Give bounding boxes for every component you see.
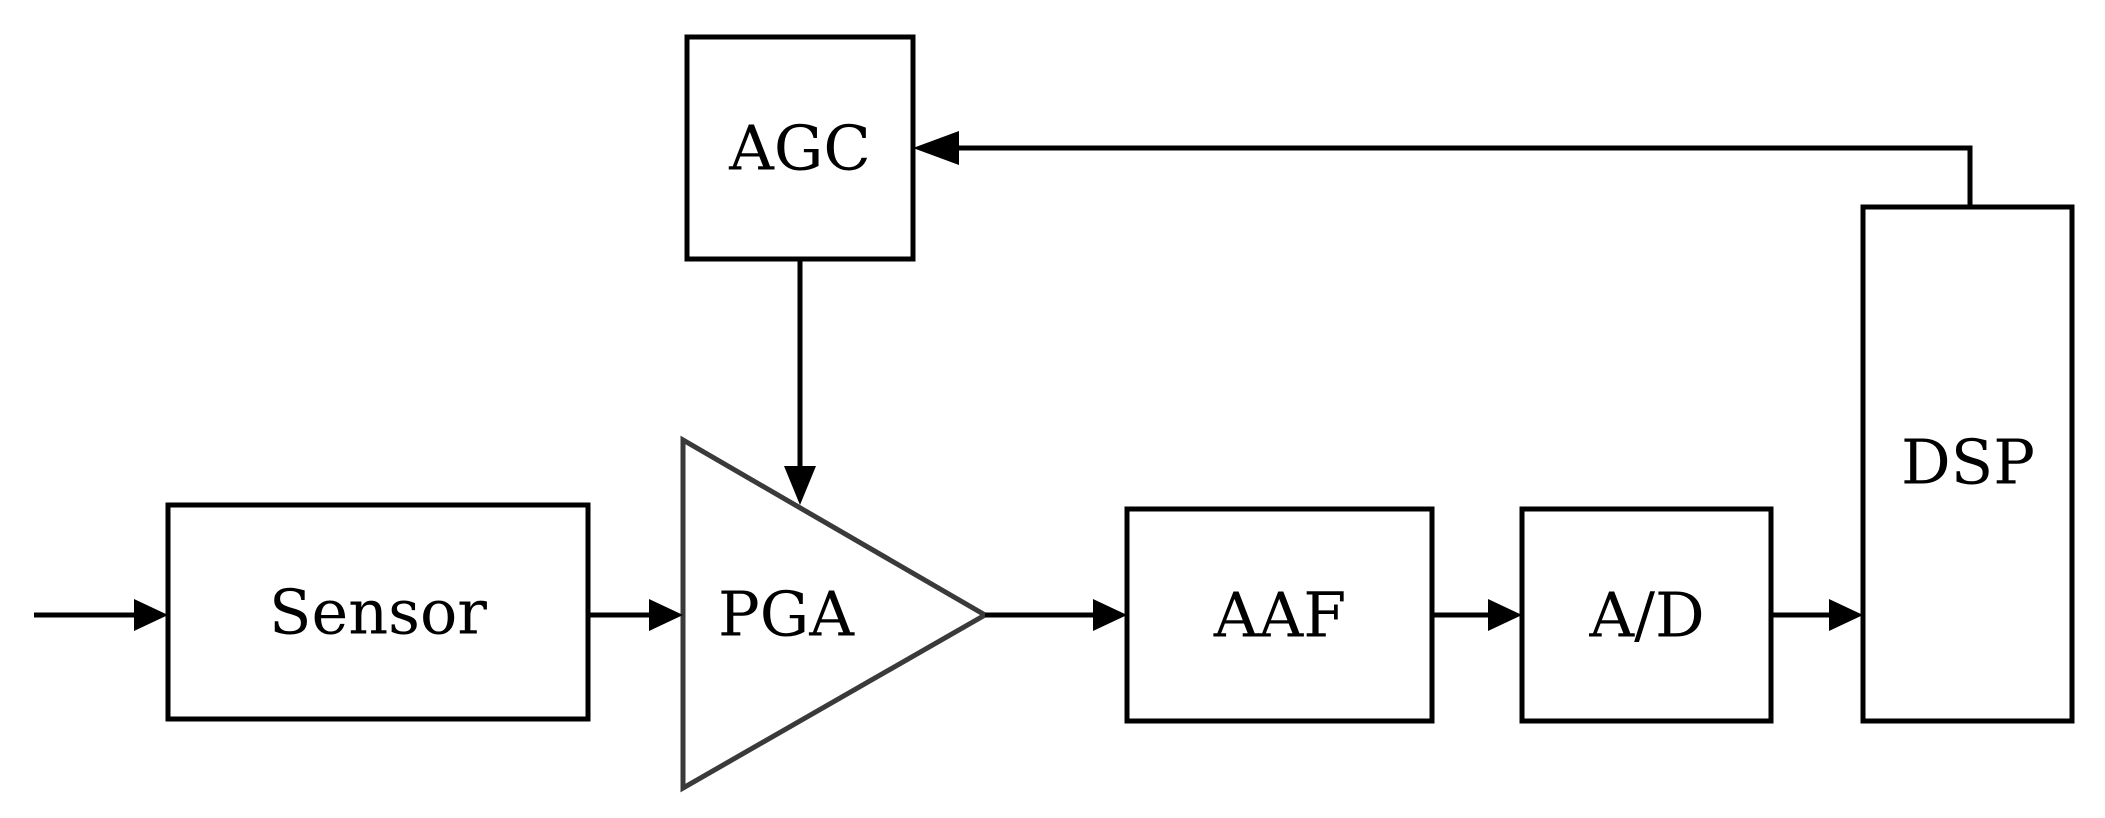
dsp-to-agc-arrowhead xyxy=(913,131,959,165)
adc-to-dsp-arrowhead xyxy=(1829,599,1863,631)
agc-block xyxy=(684,34,916,262)
pga-label: PGA xyxy=(718,578,855,651)
adc-label: A/D xyxy=(1588,579,1704,652)
aaf-label: AAF xyxy=(1213,579,1347,652)
pga-to-aaf-arrowhead xyxy=(1093,599,1127,631)
sensor-to-pga-arrowhead xyxy=(649,599,683,631)
dsp-block xyxy=(1860,204,2075,724)
sensor-label: Sensor xyxy=(269,576,487,649)
dsp-to-agc-feedback-line xyxy=(945,145,1973,207)
pga-amplifier-triangle xyxy=(680,435,991,793)
dsp-label: DSP xyxy=(1901,426,2035,499)
aaf-to-adc-arrowhead xyxy=(1488,599,1522,631)
agc-label: AGC xyxy=(728,112,871,185)
agc-to-pga-arrowhead xyxy=(784,466,816,505)
sensor-block xyxy=(165,502,591,722)
input-arrowhead xyxy=(134,599,168,631)
